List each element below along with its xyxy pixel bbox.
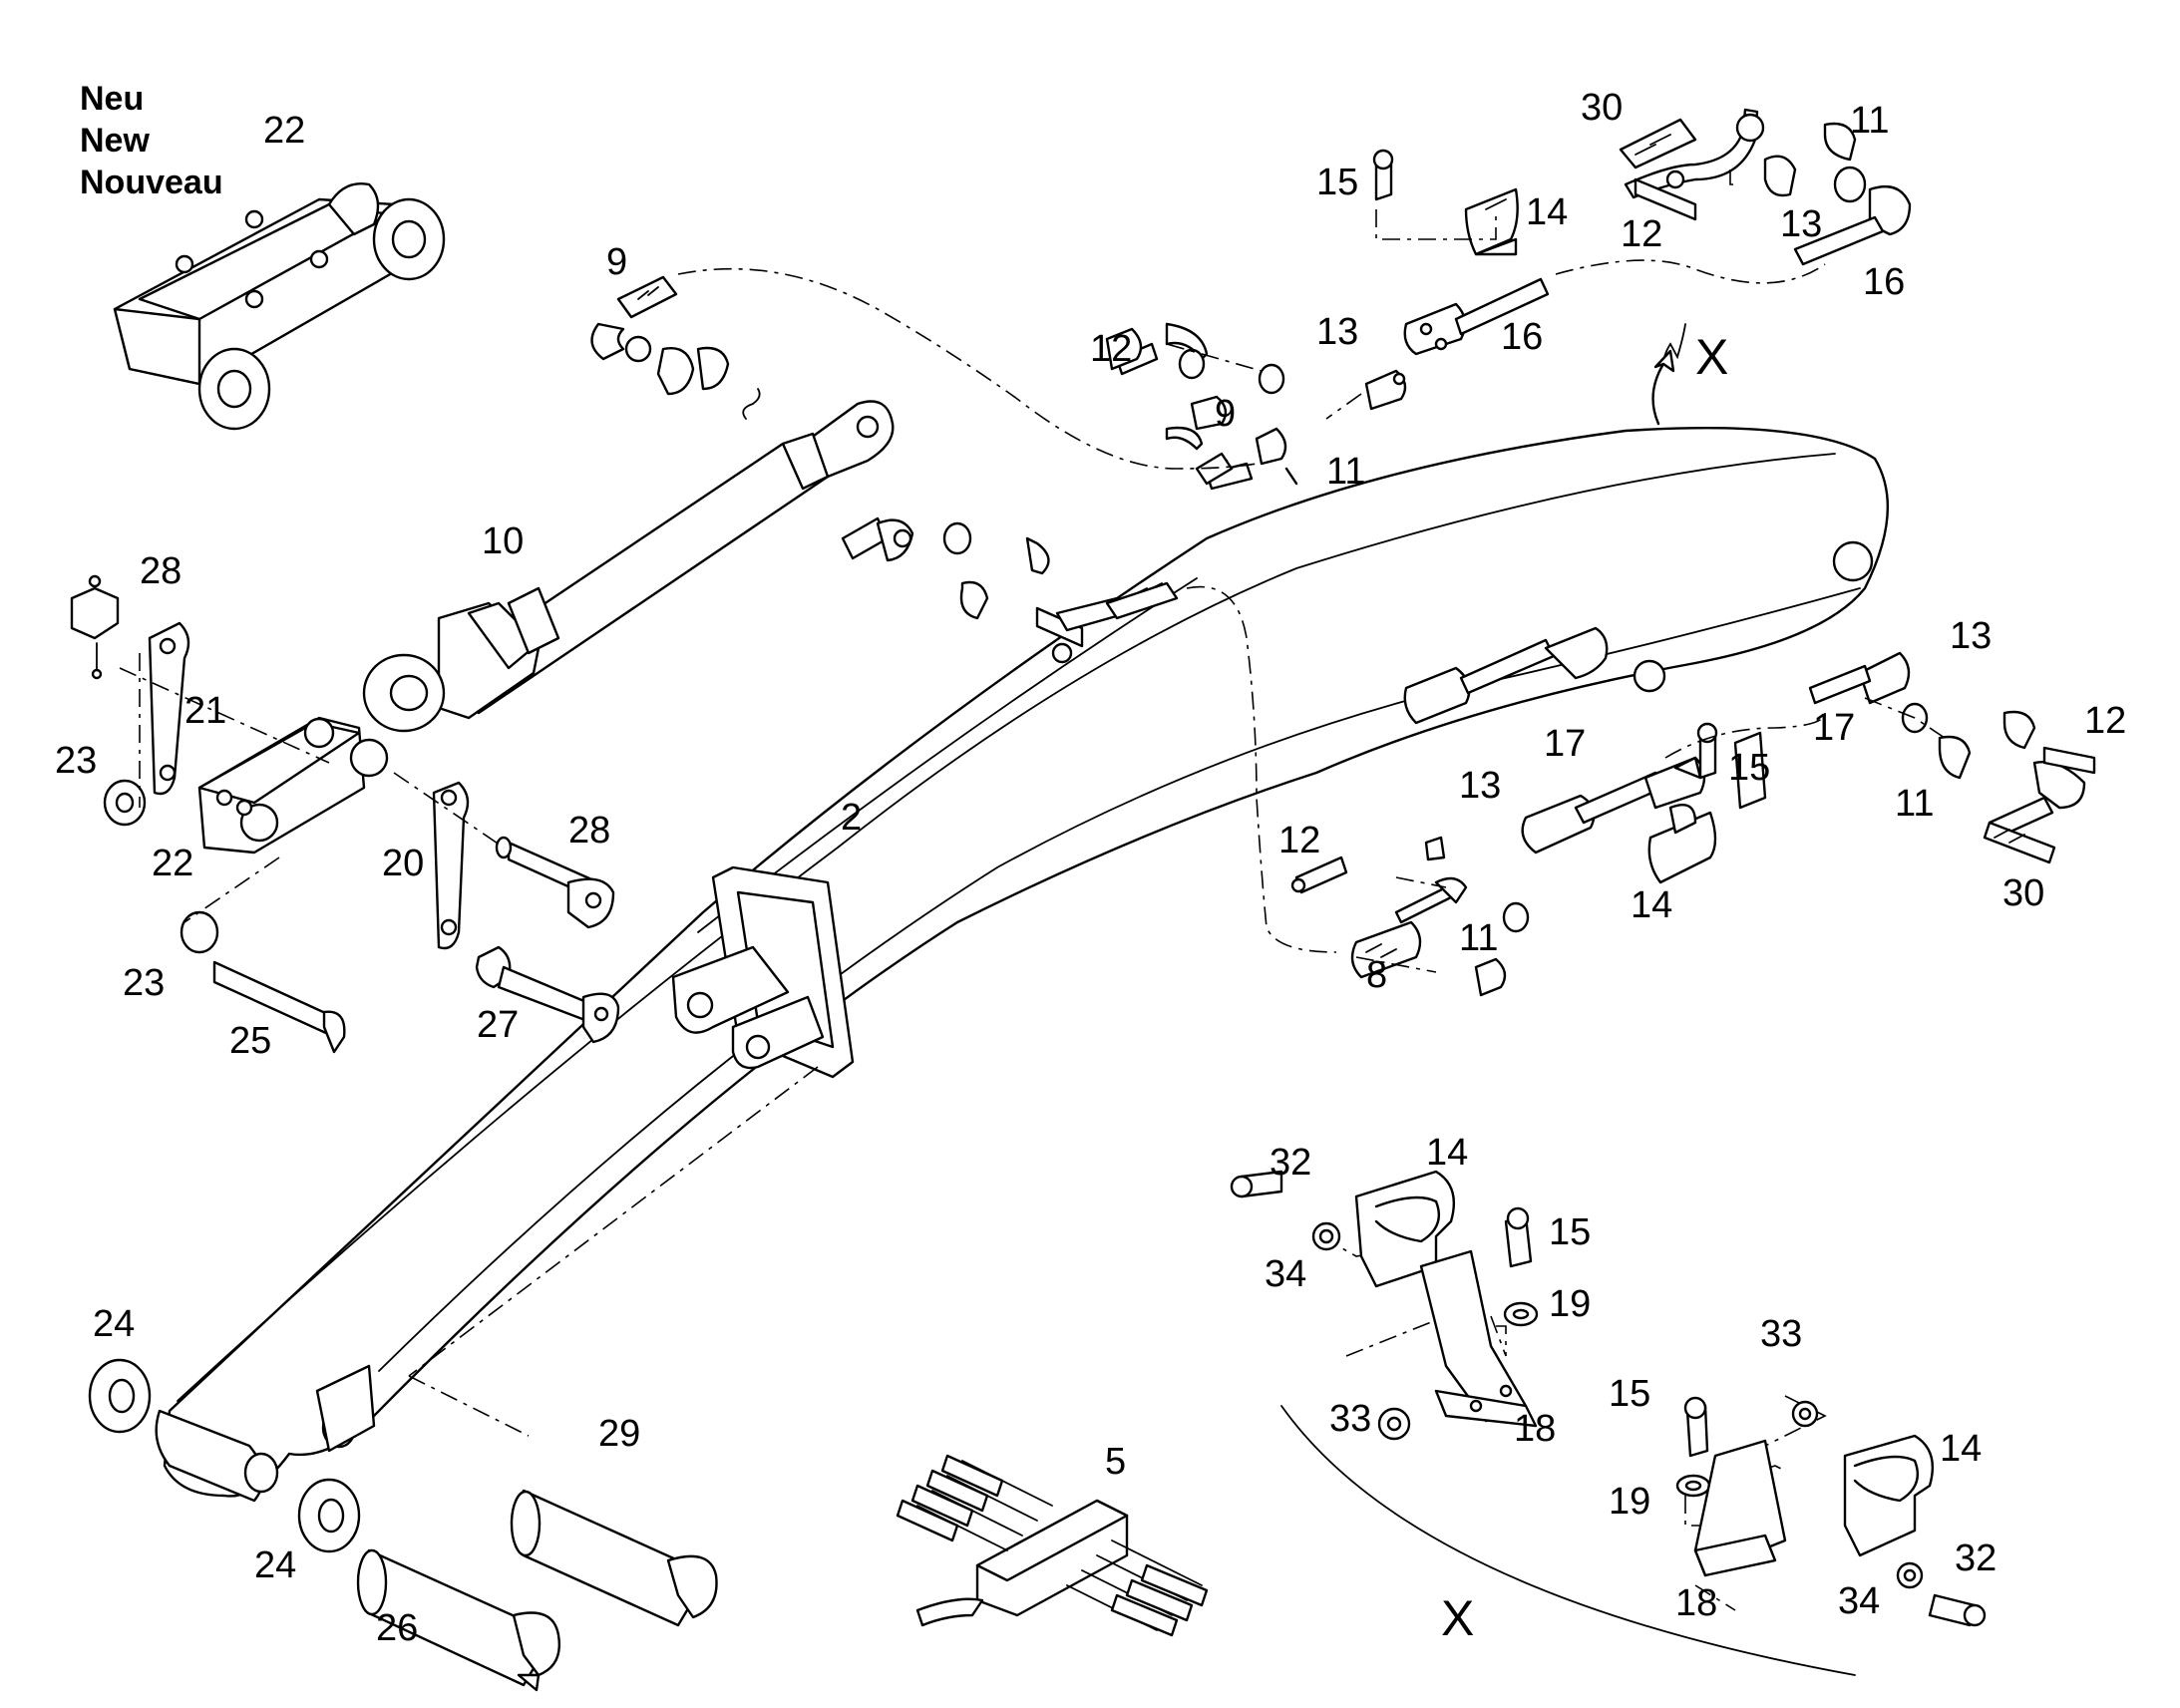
callout: 16 bbox=[1501, 316, 1543, 358]
callout: 27 bbox=[477, 1004, 519, 1046]
callout: 14 bbox=[1526, 191, 1568, 233]
callout: 13 bbox=[1316, 311, 1358, 353]
callout: 11 bbox=[1850, 100, 1889, 142]
view-marker-x: X bbox=[1695, 329, 1728, 385]
callout: 32 bbox=[1270, 1142, 1311, 1184]
callout: 16 bbox=[1863, 261, 1905, 303]
note-line-new: New bbox=[80, 122, 150, 160]
callout: 14 bbox=[1940, 1428, 1982, 1470]
callout: 24 bbox=[254, 1544, 296, 1586]
callout: 19 bbox=[1549, 1283, 1591, 1325]
part-callouts: 22 9 10 28 21 23 22 20 28 23 25 27 2 24 … bbox=[55, 87, 2126, 1649]
callout: 13 bbox=[1950, 615, 1992, 657]
callout: 15 bbox=[1609, 1373, 1650, 1415]
callout: 12 bbox=[1621, 213, 1662, 255]
lower-pins bbox=[88, 1358, 718, 1692]
callout: 18 bbox=[1675, 1582, 1717, 1624]
hydraulic-hoses bbox=[590, 108, 2096, 997]
callout: 22 bbox=[152, 843, 193, 884]
callout: 28 bbox=[568, 810, 610, 852]
callout: 24 bbox=[93, 1303, 135, 1345]
callout: 23 bbox=[123, 962, 165, 1004]
callout: 15 bbox=[1549, 1211, 1591, 1253]
callout: 12 bbox=[1278, 820, 1320, 861]
callout: 29 bbox=[598, 1413, 640, 1455]
callout: 17 bbox=[1544, 723, 1586, 765]
callout: 33 bbox=[1760, 1313, 1802, 1355]
callout: 32 bbox=[1955, 1537, 1997, 1579]
manifold-block bbox=[896, 1454, 1209, 1637]
callout: 9 bbox=[606, 241, 627, 283]
callout: 20 bbox=[382, 843, 424, 884]
callout: 11 bbox=[1895, 783, 1934, 825]
linkage-assembly bbox=[70, 574, 620, 1054]
callout: 14 bbox=[1426, 1132, 1468, 1174]
detail-view-label-x: X bbox=[1441, 1590, 1474, 1646]
callout: 34 bbox=[1265, 1253, 1306, 1295]
detail-view-x bbox=[1230, 323, 1987, 1676]
new-version-note: Neu New Nouveau bbox=[80, 80, 223, 201]
callout: 26 bbox=[376, 1607, 418, 1649]
callout: 11 bbox=[1326, 451, 1365, 493]
callout: 30 bbox=[2002, 872, 2044, 914]
callout: 9 bbox=[1215, 393, 1236, 435]
callout: 5 bbox=[1105, 1441, 1126, 1483]
callout: 22 bbox=[263, 110, 305, 152]
callout: 17 bbox=[1813, 707, 1855, 749]
callout: 15 bbox=[1728, 747, 1770, 789]
callout: 13 bbox=[1459, 765, 1501, 807]
callout: 34 bbox=[1838, 1580, 1880, 1622]
callout: 28 bbox=[140, 550, 182, 592]
callout: 13 bbox=[1780, 203, 1822, 245]
callout: 2 bbox=[841, 797, 862, 839]
callout: 10 bbox=[482, 520, 524, 562]
callout: 12 bbox=[2084, 700, 2126, 742]
callout: 18 bbox=[1514, 1408, 1556, 1450]
callout: 14 bbox=[1631, 884, 1672, 926]
callout: 30 bbox=[1581, 87, 1623, 129]
callout: 8 bbox=[1366, 954, 1387, 996]
clamp-fittings bbox=[1372, 149, 1718, 884]
callout: 25 bbox=[229, 1020, 271, 1062]
dashed-leaders bbox=[119, 170, 1946, 1611]
callout: 23 bbox=[55, 740, 97, 782]
boom-arm bbox=[155, 427, 1890, 1503]
callout: 19 bbox=[1609, 1481, 1650, 1523]
callout: 12 bbox=[1090, 328, 1132, 370]
note-line-nouveau: Nouveau bbox=[80, 164, 223, 201]
callout: 33 bbox=[1329, 1398, 1371, 1440]
boom-cradle-bracket bbox=[671, 865, 855, 1079]
callout: 21 bbox=[184, 690, 226, 732]
hydraulic-cylinder bbox=[362, 400, 895, 733]
callout: 15 bbox=[1316, 162, 1358, 203]
part-22-new bbox=[113, 182, 446, 431]
note-line-neu: Neu bbox=[80, 80, 144, 118]
callout: 11 bbox=[1459, 917, 1498, 959]
